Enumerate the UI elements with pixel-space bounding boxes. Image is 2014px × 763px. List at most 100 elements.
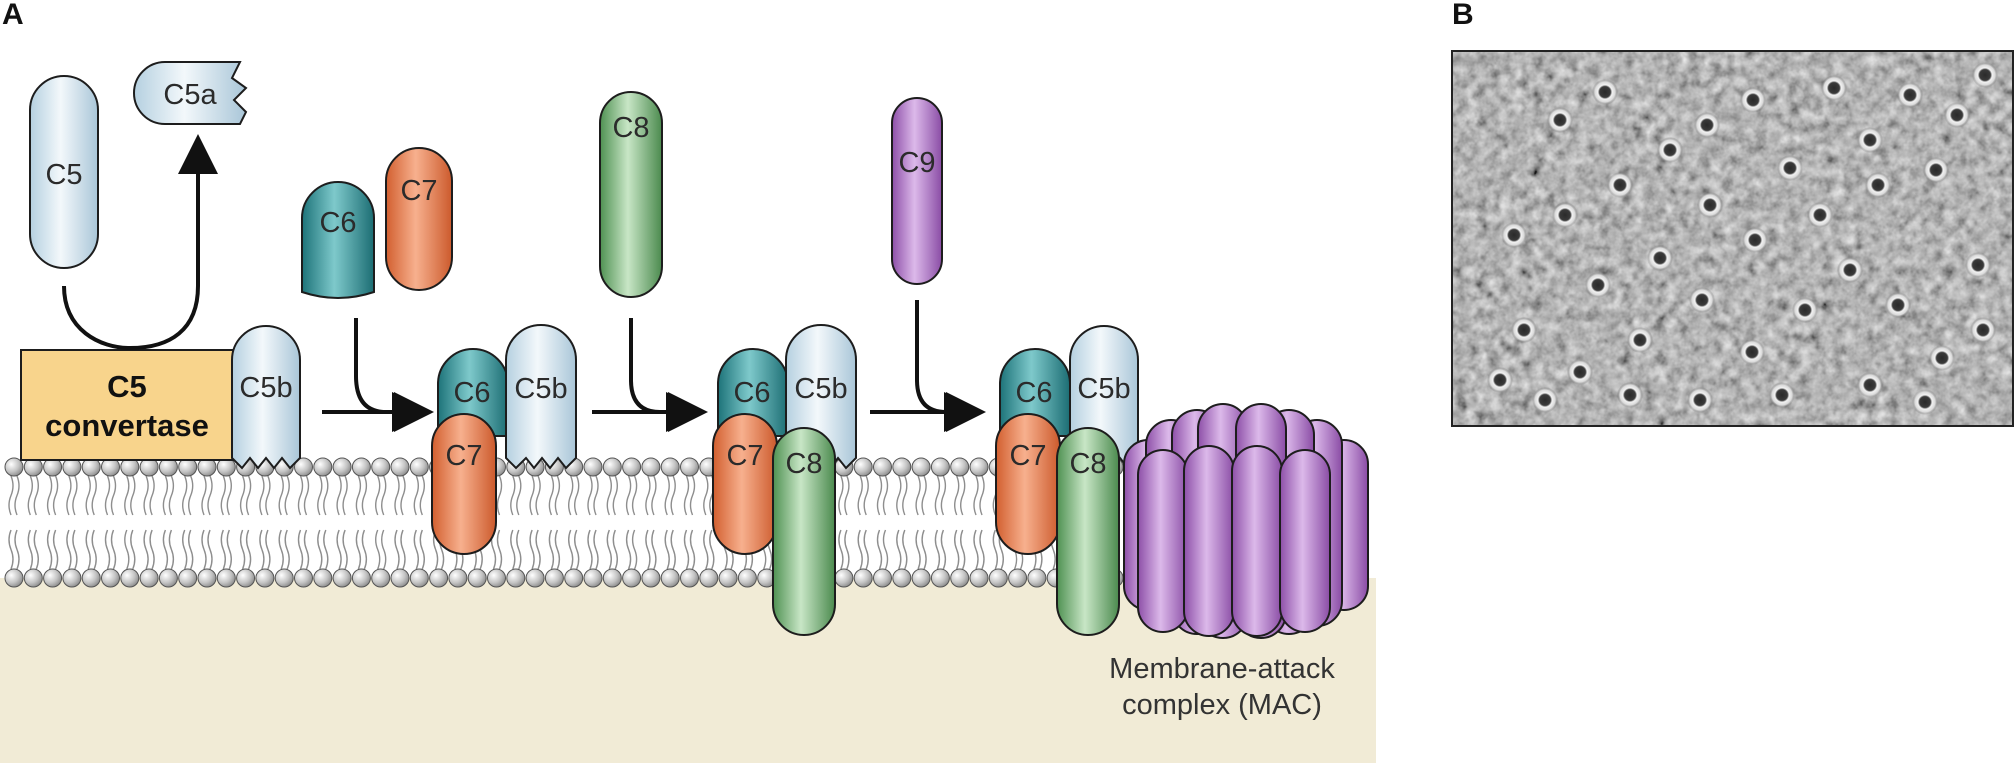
lipid-head xyxy=(390,457,410,477)
lipid-head xyxy=(313,457,333,477)
lipid-tail xyxy=(960,529,966,570)
lipid-head xyxy=(699,568,719,588)
lipid-tail xyxy=(355,475,362,516)
lipid-head xyxy=(564,568,584,588)
lipid-tail xyxy=(960,475,966,516)
lipid-tail xyxy=(110,529,117,570)
c8-label-3: C8 xyxy=(785,448,822,480)
c9-pore-barrel xyxy=(1123,403,1369,639)
lipid-tail xyxy=(46,475,53,516)
mac-pore xyxy=(1647,245,1673,271)
lipid-tail xyxy=(226,529,232,570)
c5a-fragment xyxy=(133,61,248,125)
lipid-head xyxy=(969,568,989,588)
mac-pore xyxy=(1912,389,1938,415)
lipid-head xyxy=(197,568,217,588)
lipid-head xyxy=(448,568,468,588)
lipid-head xyxy=(911,568,931,588)
lipid-tail xyxy=(375,529,381,570)
lipid-head xyxy=(680,457,699,477)
lipid-tail xyxy=(902,475,908,516)
c9-subunit xyxy=(1231,445,1283,637)
lipid-head xyxy=(525,568,545,588)
lipid-tail xyxy=(85,475,91,516)
mac-pore xyxy=(1501,222,1527,248)
lipid-tail xyxy=(838,529,844,570)
c7-label-free: C7 xyxy=(400,175,437,207)
lipid-tail xyxy=(587,529,593,570)
lipid-tail xyxy=(124,529,130,570)
lipid-head xyxy=(351,457,371,477)
lipid-tail xyxy=(857,475,863,516)
lipid-tail xyxy=(574,529,580,570)
lipid-tail xyxy=(245,475,252,516)
c7-protein-3 xyxy=(712,413,778,555)
lipid-tail xyxy=(664,529,670,570)
lipid-tail xyxy=(201,529,207,570)
lipid-head xyxy=(467,568,487,588)
lipid-tail xyxy=(882,475,889,516)
lipid-tail xyxy=(689,529,696,570)
lipid-tail xyxy=(46,529,53,570)
mac-pore xyxy=(1697,192,1723,218)
lipid-head xyxy=(139,568,159,588)
lipid-head xyxy=(892,457,912,477)
lipid-tail xyxy=(606,475,612,516)
lipid-tail xyxy=(284,475,290,516)
lipid-tail xyxy=(297,529,304,570)
lipid-tail xyxy=(529,529,535,570)
lipid-tail xyxy=(934,475,941,516)
lipid-tail xyxy=(52,529,59,570)
lipid-tail xyxy=(104,529,111,570)
lipid-tail xyxy=(143,529,149,570)
lipid-tail xyxy=(303,475,310,516)
lipid-tail xyxy=(130,475,136,516)
cleavage-arrow xyxy=(62,134,218,351)
lipid-tail xyxy=(188,475,194,516)
lipid-head xyxy=(660,457,680,477)
lipid-tail xyxy=(876,529,883,570)
lipid-head xyxy=(178,568,198,588)
lipid-tail xyxy=(220,529,226,570)
lipid-tail xyxy=(954,529,960,570)
lipid-tail xyxy=(91,529,97,570)
c9-protein-free xyxy=(891,97,943,285)
c7-label-2: C7 xyxy=(445,440,482,472)
mac-pore xyxy=(1592,79,1618,105)
lipid-tail xyxy=(940,529,947,570)
c5-convertase-label-line2: convertase xyxy=(45,408,209,443)
lipid-head xyxy=(409,568,429,588)
c9-subunit xyxy=(1183,445,1235,637)
lipid-tail xyxy=(535,529,541,570)
c6-label-4: C6 xyxy=(1015,377,1052,409)
lipid-tail xyxy=(670,529,676,570)
mac-pore xyxy=(1687,387,1713,413)
mac-pore xyxy=(1689,287,1715,313)
c5a-label: C5a xyxy=(163,79,217,111)
c5b-protein-2 xyxy=(505,324,577,470)
mac-pore xyxy=(1547,107,1573,133)
lipid-head xyxy=(988,568,1008,588)
lipid-tail xyxy=(361,529,368,570)
lipid-tail xyxy=(973,475,979,516)
lipid-tail xyxy=(921,475,927,516)
c8-protein-4 xyxy=(1056,427,1120,636)
lipid-tail xyxy=(72,529,78,570)
lipid-tail xyxy=(979,475,985,516)
lipid-head xyxy=(950,568,970,588)
mac-label-line1: Membrane-attack xyxy=(1109,653,1335,685)
lipid-head xyxy=(1027,568,1047,588)
lipid-tail xyxy=(631,529,638,570)
binding-arrow-c8 xyxy=(629,318,708,432)
lipid-head xyxy=(930,457,950,477)
mac-pore xyxy=(1857,372,1883,398)
lipid-head xyxy=(853,457,873,477)
lipid-tail xyxy=(381,529,387,570)
lipid-tail xyxy=(375,475,381,516)
lipid-head xyxy=(506,568,526,588)
lipid-tail xyxy=(606,529,612,570)
lipid-tail xyxy=(27,529,33,570)
lipid-tail xyxy=(66,475,72,516)
lipid-tail xyxy=(66,529,72,570)
lipid-head xyxy=(641,457,661,477)
